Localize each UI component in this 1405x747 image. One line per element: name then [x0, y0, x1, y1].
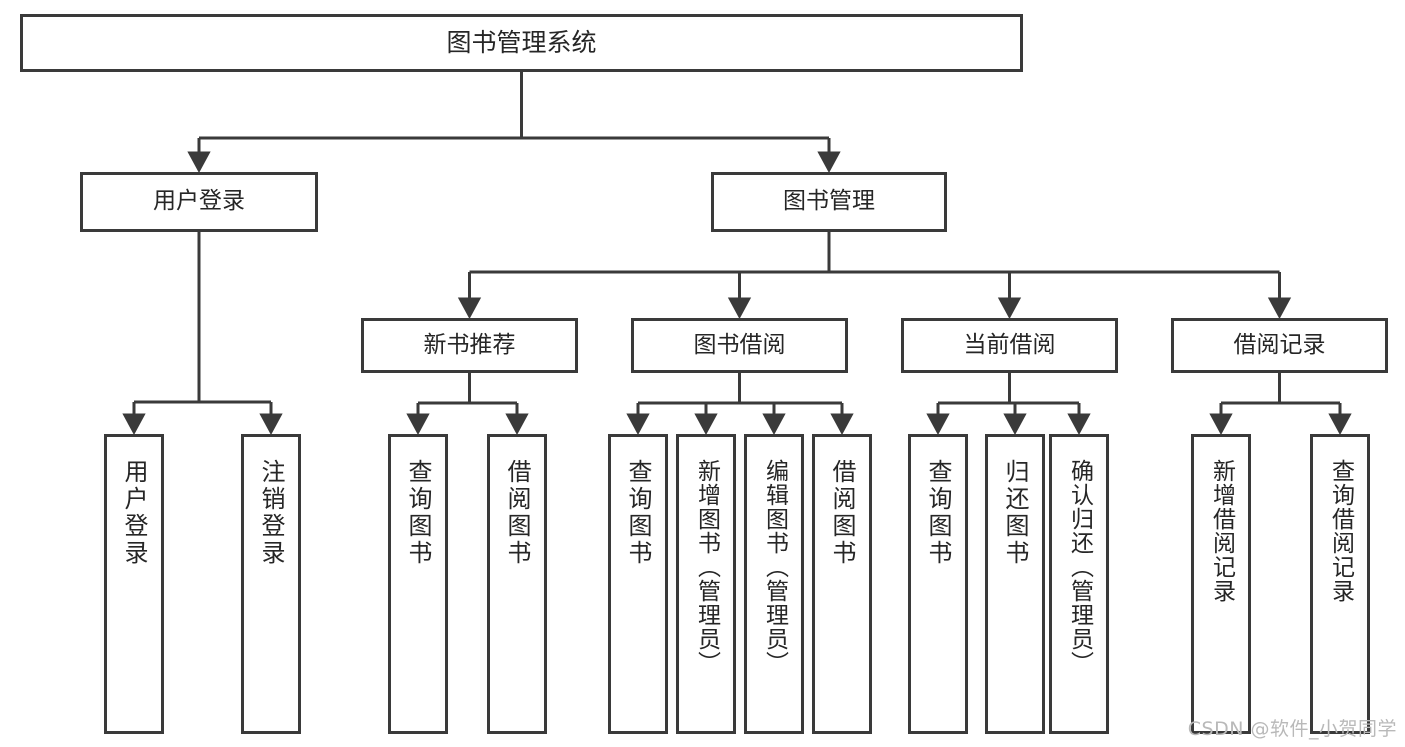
node-borrow-record[interactable]: 借阅记录 — [1171, 318, 1388, 373]
node-leaf-user-login-label: 用户登录 — [120, 459, 148, 567]
node-leaf-query-book-1-label: 查询图书 — [404, 459, 432, 567]
node-leaf-confirm-return-label: 确认归还（管理员） — [1066, 459, 1093, 675]
node-leaf-return-book[interactable]: 归还图书 — [985, 434, 1045, 734]
node-user-login-label: 用户登录 — [153, 188, 245, 215]
node-leaf-query-book-3-label: 查询图书 — [924, 459, 952, 567]
node-leaf-borrow-book-1-label: 借阅图书 — [503, 459, 531, 567]
node-leaf-query-book-2-label: 查询图书 — [624, 459, 652, 567]
node-leaf-add-book-label: 新增图书（管理员） — [693, 459, 720, 675]
node-leaf-add-record-label: 新增借阅记录 — [1208, 459, 1235, 603]
node-leaf-confirm-return[interactable]: 确认归还（管理员） — [1049, 434, 1109, 734]
node-leaf-query-record-label: 查询借阅记录 — [1327, 459, 1354, 603]
node-leaf-user-logout[interactable]: 注销登录 — [241, 434, 301, 734]
node-leaf-add-book[interactable]: 新增图书（管理员） — [676, 434, 736, 734]
node-leaf-borrow-book-1[interactable]: 借阅图书 — [487, 434, 547, 734]
node-root[interactable]: 图书管理系统 — [20, 14, 1023, 72]
node-leaf-borrow-book-2-label: 借阅图书 — [828, 459, 856, 567]
node-leaf-add-record[interactable]: 新增借阅记录 — [1191, 434, 1251, 734]
node-leaf-query-book-2[interactable]: 查询图书 — [608, 434, 668, 734]
node-leaf-query-record[interactable]: 查询借阅记录 — [1310, 434, 1370, 734]
csdn-watermark: CSDN @软件_小贺同学 — [1187, 718, 1397, 740]
node-book-borrow[interactable]: 图书借阅 — [631, 318, 848, 373]
node-user-login[interactable]: 用户登录 — [80, 172, 318, 232]
node-leaf-borrow-book-2[interactable]: 借阅图书 — [812, 434, 872, 734]
node-book-borrow-label: 图书借阅 — [693, 331, 786, 358]
node-leaf-return-book-label: 归还图书 — [1001, 459, 1029, 567]
node-current-borrow[interactable]: 当前借阅 — [901, 318, 1118, 373]
node-leaf-edit-book-label: 编辑图书（管理员） — [761, 459, 788, 675]
node-leaf-user-login[interactable]: 用户登录 — [104, 434, 164, 734]
node-new-book-recommend[interactable]: 新书推荐 — [361, 318, 578, 373]
node-leaf-query-book-1[interactable]: 查询图书 — [388, 434, 448, 734]
node-book-management-label: 图书管理 — [783, 188, 875, 215]
node-new-book-recommend-label: 新书推荐 — [423, 331, 516, 358]
node-current-borrow-label: 当前借阅 — [963, 331, 1056, 358]
node-book-management[interactable]: 图书管理 — [711, 172, 947, 232]
node-leaf-edit-book[interactable]: 编辑图书（管理员） — [744, 434, 804, 734]
node-borrow-record-label: 借阅记录 — [1233, 331, 1326, 358]
node-leaf-query-book-3[interactable]: 查询图书 — [908, 434, 968, 734]
node-root-label: 图书管理系统 — [446, 28, 597, 58]
node-leaf-user-logout-label: 注销登录 — [257, 459, 285, 567]
